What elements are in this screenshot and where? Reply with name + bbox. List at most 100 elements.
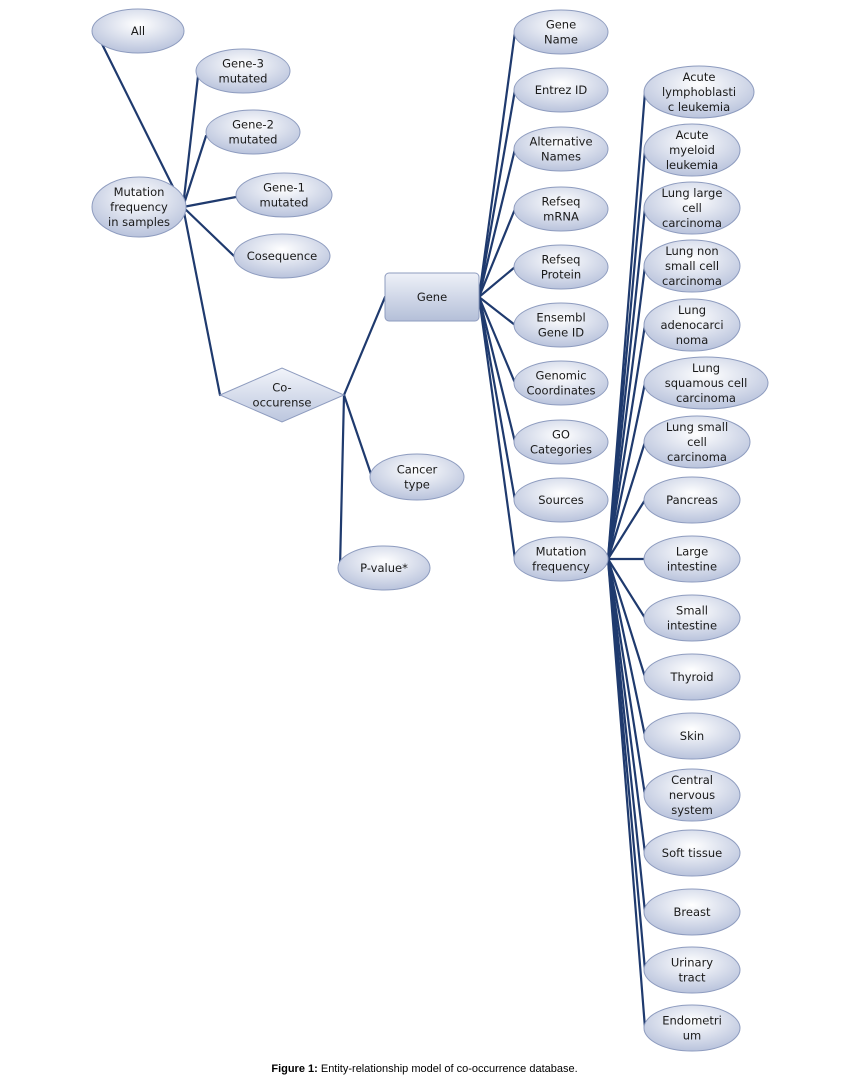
node-shape xyxy=(643,829,741,877)
node-shape xyxy=(205,109,301,155)
node-shape xyxy=(91,8,185,54)
node-shape xyxy=(643,594,741,642)
edge-gene-gene_name xyxy=(477,30,517,299)
edge-mutation_frequency-lung_adeno xyxy=(606,323,647,561)
node-label: Soft tissue xyxy=(662,846,722,860)
node-label: Thyroid xyxy=(669,670,713,684)
node-shape xyxy=(369,453,465,501)
node-shape xyxy=(513,360,609,406)
edge-mutation_frequency_samples-gene3 xyxy=(181,74,200,209)
edge-gene-alternative_names xyxy=(477,147,517,299)
node-shape xyxy=(513,536,609,582)
node-shape xyxy=(91,176,187,238)
caption-label: Figure 1: xyxy=(271,1063,318,1075)
node-shape xyxy=(513,244,609,290)
node-shape xyxy=(513,126,609,172)
node-shape xyxy=(643,1004,741,1052)
edge-gene-mutation_frequency xyxy=(477,295,517,561)
node-label: All xyxy=(131,24,145,38)
edge-mutation_frequency-lung_non_small_cell xyxy=(606,264,647,561)
caption-text: Entity-relationship model of co-occurren… xyxy=(317,1063,578,1075)
node-shape xyxy=(513,67,609,113)
edge-gene-entrez_id xyxy=(477,88,517,299)
node-shape xyxy=(643,181,741,235)
node-shape xyxy=(643,653,741,701)
edge-mutation_frequency_samples-gene1 xyxy=(181,195,238,209)
node-shape xyxy=(337,545,431,591)
node-shape xyxy=(643,712,741,760)
node-shape xyxy=(643,888,741,936)
node-breast: Breast xyxy=(643,888,741,936)
edge-gene-genomic_coordinates xyxy=(477,295,517,385)
node-shape xyxy=(643,65,755,119)
edge-gene-refseq_mrna xyxy=(477,207,517,299)
node-label: Sources xyxy=(538,493,584,507)
node-skin: Skin xyxy=(643,712,741,760)
connector-lines xyxy=(98,30,647,1030)
edge-mutation_frequency-lung_small_cell xyxy=(606,440,647,561)
figure-caption: Figure 1: Entity-relationship model of c… xyxy=(0,1063,849,1075)
node-shape xyxy=(643,123,741,177)
node-shape xyxy=(643,768,741,822)
edge-mutation_frequency-small_intestine xyxy=(606,557,647,620)
node-all: All xyxy=(91,8,185,54)
node-shape xyxy=(643,415,751,469)
edge-gene-go_categories xyxy=(477,295,517,444)
edge-gene-ensembl_gene_id xyxy=(477,295,517,327)
node-entrez-id: Entrez ID xyxy=(513,67,609,113)
node-gene: Gene xyxy=(384,272,480,322)
edge-mutation_frequency-skin xyxy=(606,557,647,738)
node-shape xyxy=(643,946,741,994)
edge-gene-refseq_protein xyxy=(477,265,517,299)
node-cosequence: Cosequence xyxy=(233,233,331,279)
edge-mutation_frequency-cns xyxy=(606,557,647,797)
node-shape xyxy=(195,48,291,94)
node-shape xyxy=(513,477,609,523)
node-p-value: P-value* xyxy=(337,545,431,591)
edge-mutation_frequency-lung_large_cell xyxy=(606,206,647,561)
edge-mutation_frequency-pancreas xyxy=(606,498,647,561)
edge-mutation_frequency-thyroid xyxy=(606,557,647,679)
node-sources: Sources xyxy=(513,477,609,523)
node-shape xyxy=(513,302,609,348)
node-shape xyxy=(643,535,741,583)
node-shape xyxy=(233,233,331,279)
edge-mutation_frequency-lung_squamous xyxy=(606,381,647,561)
edge-co_occurense-cancer_type xyxy=(342,393,374,479)
node-shape xyxy=(513,186,609,232)
node-label: Co-occurense xyxy=(253,381,312,410)
node-shape xyxy=(235,172,333,218)
node-soft-tissue: Soft tissue xyxy=(643,829,741,877)
